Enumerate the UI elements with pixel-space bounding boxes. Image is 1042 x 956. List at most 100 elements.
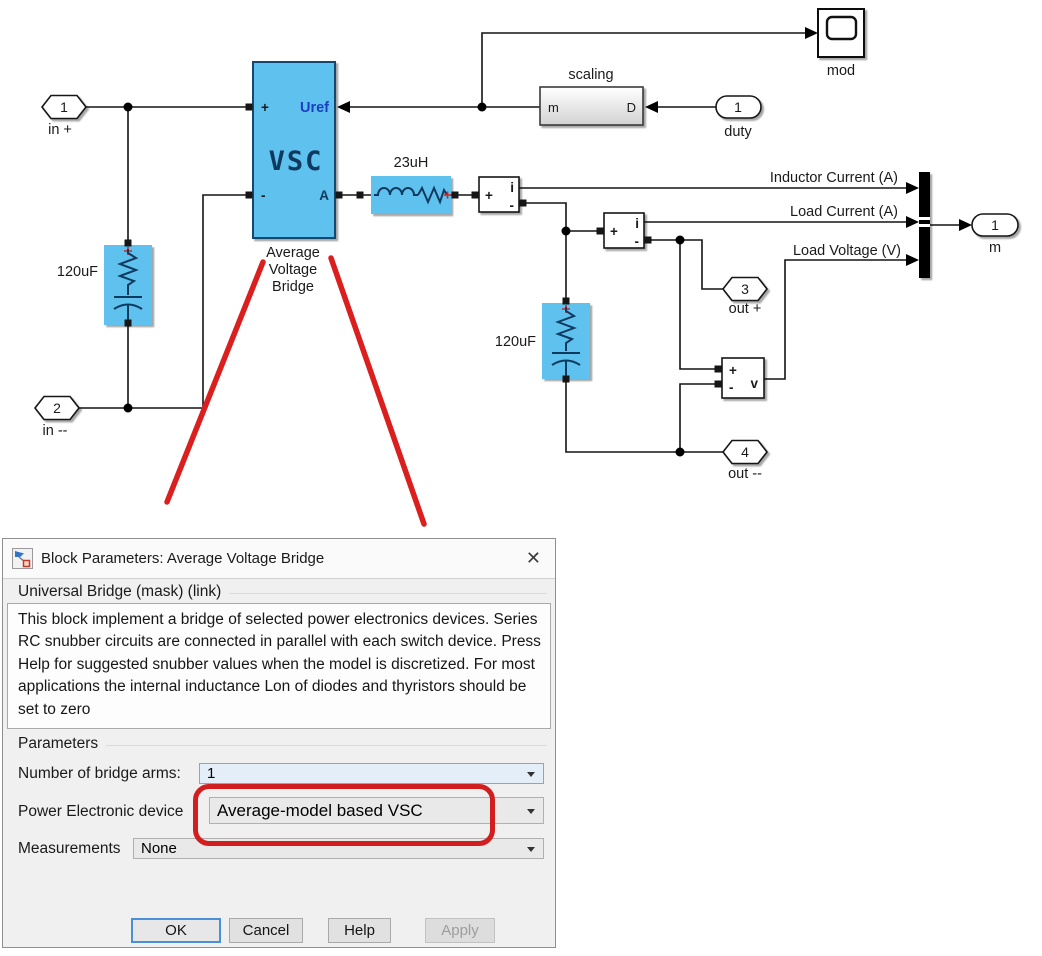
i-out-label: i (635, 216, 639, 231)
measurements-label: Measurements (18, 840, 121, 857)
heading-divider (229, 593, 547, 594)
parameters-divider (106, 745, 547, 746)
port-in-plus[interactable]: 1 in + (40, 94, 88, 139)
chevron-down-icon (527, 846, 535, 852)
port-number: 1 (60, 99, 68, 115)
power-device-label: Power Electronic device (18, 803, 184, 820)
arrow-into-mux-2 (906, 216, 919, 228)
help-button[interactable]: Help (328, 918, 391, 943)
bridge-arms-label: Number of bridge arms: (18, 765, 181, 782)
arrow-into-scope (805, 27, 818, 39)
apply-button: Apply (425, 918, 495, 943)
port-in-minus[interactable]: 2 in -- (33, 395, 81, 440)
port-label: m (989, 240, 1001, 256)
port-label: in + (48, 122, 72, 138)
port-number: 3 (741, 281, 749, 297)
arrow-into-m-port (959, 219, 972, 231)
minus-label: - (635, 234, 640, 249)
inductor-label: 23uH (394, 155, 429, 171)
inductor-block[interactable]: 23uH (371, 155, 451, 214)
port-label: duty (724, 124, 752, 140)
arrow-into-scaling (645, 101, 658, 113)
rc-branch-icon (113, 247, 143, 322)
port-number: 1 (734, 99, 742, 115)
scaling-label: scaling (568, 67, 613, 83)
power-device-value: Average-model based VSC (217, 800, 423, 820)
port-duty[interactable]: 1 duty (715, 95, 762, 140)
vsc-port-minus: - (261, 188, 266, 203)
scope-label: mod (827, 63, 855, 79)
chevron-down-icon (527, 808, 535, 814)
parameters-heading: Parameters (18, 735, 99, 752)
plus-label: + (729, 363, 737, 378)
vsc-caption-line3: Bridge (272, 279, 314, 295)
inductor-current-label: Inductor Current (A) (770, 170, 898, 186)
scope-screen-icon (825, 15, 858, 41)
capacitor-left-block[interactable]: 120uF (57, 245, 152, 325)
measurements-value: None (141, 840, 177, 857)
power-device-dropdown[interactable]: Average-model based VSC (209, 797, 544, 824)
bridge-arms-dropdown[interactable]: 1 (199, 763, 544, 784)
scaling-out-m: m (548, 100, 559, 115)
ok-button[interactable]: OK (131, 918, 221, 943)
red-callout-right (328, 255, 427, 527)
port-m[interactable]: 1 m (971, 213, 1019, 256)
port-out-minus[interactable]: 4 out -- (721, 439, 769, 483)
block-parameters-dialog: Block Parameters: Average Voltage Bridge… (2, 538, 556, 948)
port-label: out -- (728, 466, 762, 482)
port-connectors (124, 103, 722, 388)
port-label: out + (729, 301, 762, 317)
scaling-in-d: D (627, 100, 636, 115)
vsc-port-uref: Uref (300, 100, 329, 116)
block-description: This block implement a bridge of selecte… (7, 603, 551, 729)
port-out-plus[interactable]: 3 out + (721, 276, 769, 318)
cancel-button[interactable]: Cancel (229, 918, 303, 943)
minus-label: - (729, 380, 734, 395)
mask-heading: Universal Bridge (mask) (link) (18, 583, 222, 600)
dialog-title: Block Parameters: Average Voltage Bridge (41, 550, 325, 567)
voltage-measure-block[interactable]: + - v (721, 357, 765, 399)
plus-label: + (610, 224, 618, 239)
port-label: in -- (43, 423, 68, 439)
arrow-into-mux-1 (906, 182, 919, 194)
rc-branch-icon (551, 305, 581, 377)
i-out-label: i (510, 180, 514, 195)
chevron-down-icon (527, 771, 535, 777)
dialog-title-bar: Block Parameters: Average Voltage Bridge… (3, 539, 555, 579)
minus-label: - (510, 198, 515, 213)
capacitor-right-block[interactable]: 120uF (495, 303, 590, 379)
rl-branch-icon (374, 185, 451, 205)
port-number: 2 (53, 400, 61, 416)
parameters-heading-row: Parameters (18, 735, 547, 753)
scaling-block[interactable]: m D scaling (539, 67, 644, 126)
red-callout-left (164, 259, 266, 505)
load-voltage-label: Load Voltage (V) (793, 243, 901, 259)
measurements-dropdown[interactable]: None (133, 838, 544, 859)
simulink-block-icon (12, 548, 33, 569)
close-icon[interactable]: ✕ (525, 548, 541, 568)
current-measure-inductor-block[interactable]: + i - (478, 176, 520, 213)
plus-label: + (485, 188, 493, 203)
signal-name-labels: Inductor Current (A) Load Current (A) Lo… (770, 170, 901, 259)
v-out-label: v (750, 376, 758, 391)
capacitor-left-label: 120uF (57, 264, 98, 280)
arrow-into-uref (337, 101, 350, 113)
vsc-bridge-block[interactable]: + Uref VSC - A Average Voltage Bridge (252, 61, 336, 295)
mux-bar[interactable] (919, 172, 930, 278)
scope-block[interactable]: mod (817, 8, 865, 79)
mask-heading-row: Universal Bridge (mask) (link) (18, 583, 547, 601)
current-measure-load-block[interactable]: + i - (603, 212, 645, 249)
red-callout-lines (164, 255, 427, 527)
vsc-port-plus: + (261, 100, 269, 115)
vsc-port-a: A (319, 188, 329, 203)
port-number: 4 (741, 444, 749, 460)
load-current-label: Load Current (A) (790, 204, 898, 220)
bridge-arms-value: 1 (207, 765, 216, 782)
vsc-caption-line1: Average (266, 245, 320, 261)
arrow-into-mux-3 (906, 254, 919, 266)
vsc-caption-line2: Voltage (269, 262, 317, 278)
model-diagram: + Uref VSC - A Average Voltage Bridge 12… (33, 8, 1019, 527)
vsc-title: VSC (269, 146, 324, 177)
port-number: 1 (991, 217, 999, 233)
